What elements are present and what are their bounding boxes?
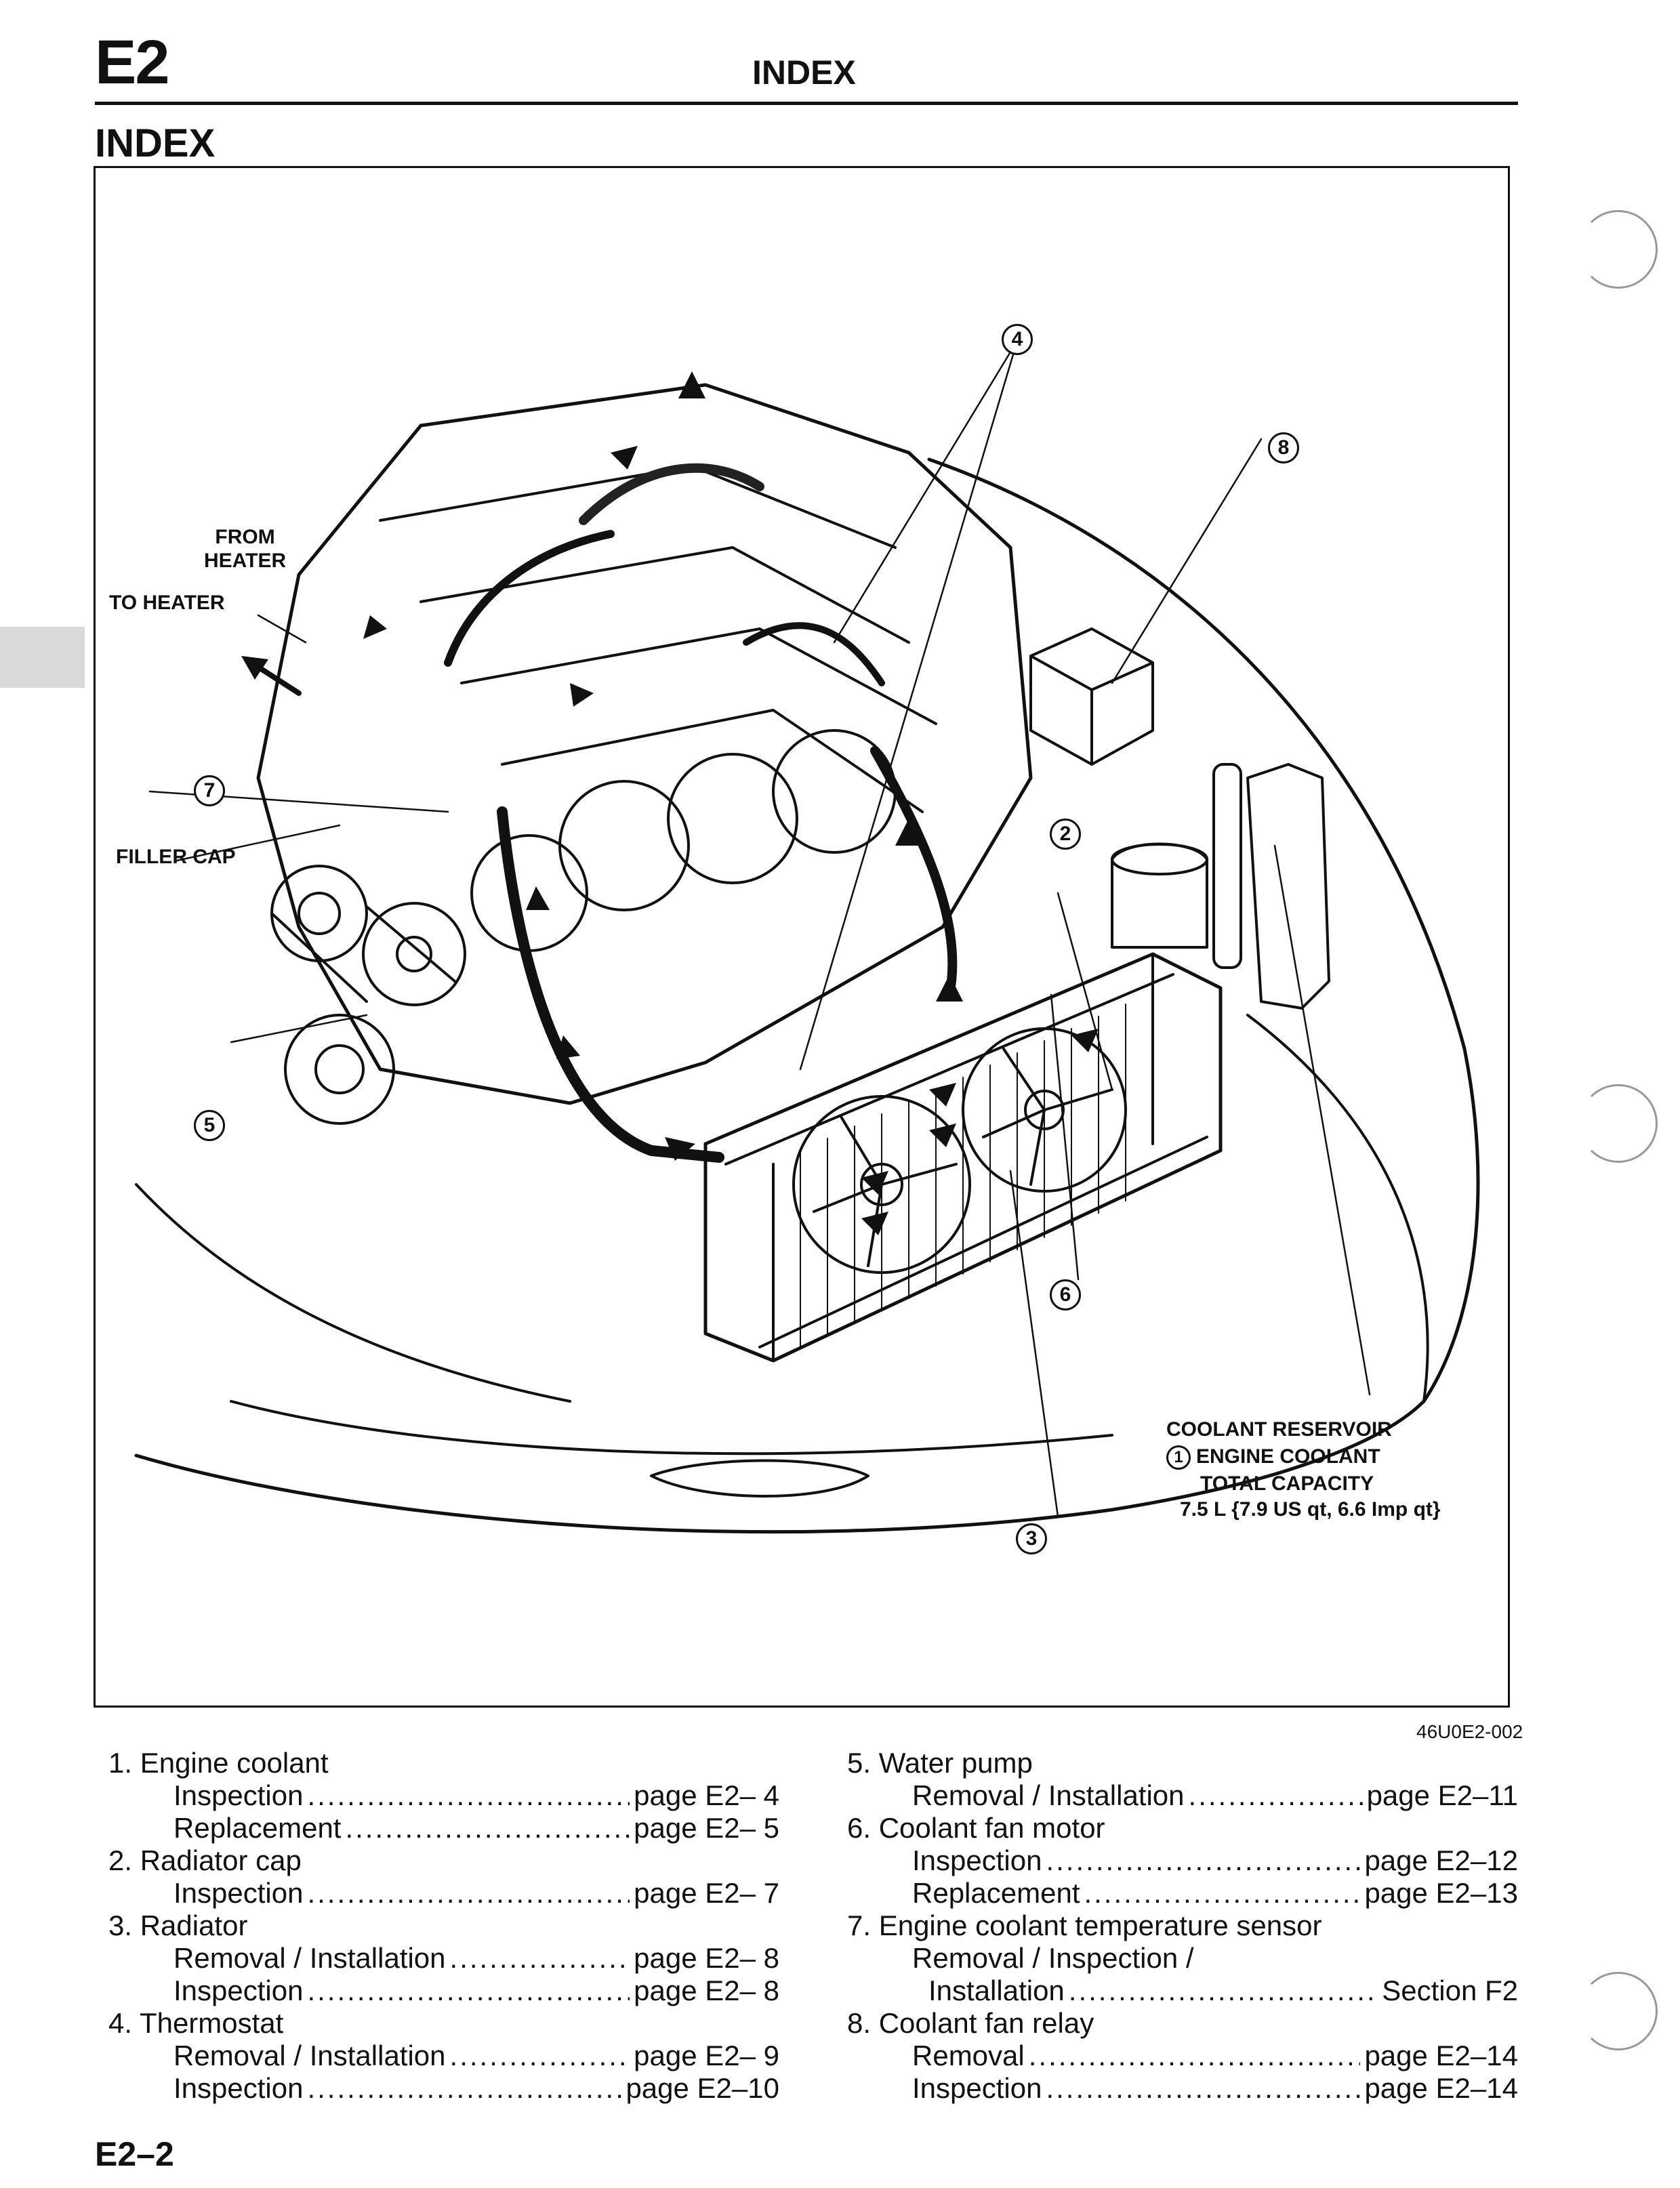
index-item-title: 1. Engine coolant (108, 1747, 329, 1779)
figure-code: 46U0E2-002 (1416, 1721, 1523, 1742)
page-number: E2–2 (95, 2135, 174, 2173)
index-subitem: Inspectionpage E2– 7 (108, 1877, 779, 1910)
callout-6: 6 (1050, 1279, 1081, 1310)
capacity-value: 7.5 L {7.9 US qt, 6.6 Imp qt} (1180, 1498, 1441, 1521)
callout-2: 2 (1050, 819, 1081, 850)
engine-diagram (134, 339, 1480, 1534)
index-subitem: Replacementpage E2–13 (847, 1877, 1518, 1910)
index-item-title: 3. Radiator (108, 1910, 248, 1941)
total-capacity-label: TOTAL CAPACITY (1200, 1472, 1374, 1495)
coolant-reservoir-label: COOLANT RESERVOIR (1166, 1418, 1392, 1441)
index-item-title: 7. Engine coolant temperature sensor (847, 1910, 1322, 1941)
index-item-title: 6. Coolant fan motor (847, 1812, 1105, 1844)
callout-7: 7 (194, 775, 225, 806)
from-heater-label: FROM HEATER (204, 526, 287, 572)
section-tab-marker (0, 627, 85, 688)
index-subitem: Removal / Inspection / (912, 1942, 1194, 1974)
index-subitem: Removalpage E2–14 (847, 2040, 1518, 2072)
index-subitem: Inspectionpage E2– 4 (108, 1779, 779, 1812)
callout-8: 8 (1268, 432, 1299, 463)
punch-hole (1579, 210, 1658, 289)
header-rule (95, 102, 1518, 105)
callout-3: 3 (1016, 1523, 1047, 1554)
callout-4: 4 (1002, 324, 1033, 355)
index-heading: INDEX (95, 121, 216, 165)
callout-5: 5 (194, 1110, 225, 1141)
index-subitem: Removal / Installationpage E2– 8 (108, 1942, 779, 1975)
index-subitem: Replacementpage E2– 5 (108, 1812, 779, 1844)
cooling-system-illustration: FROM HEATER TO HEATER FILLER CAP COOLANT… (94, 166, 1510, 1708)
index-item-title: 8. Coolant fan relay (847, 2007, 1094, 2039)
index-item-title: 5. Water pump (847, 1747, 1033, 1779)
index-item-title: 4. Thermostat (108, 2007, 284, 2039)
index-subitem: Inspectionpage E2– 8 (108, 1975, 779, 2007)
filler-cap-label: FILLER CAP (116, 846, 236, 868)
index-list-left: 1. Engine coolant Inspectionpage E2– 4 R… (108, 1747, 779, 2105)
index-item-title: 2. Radiator cap (108, 1844, 302, 1876)
index-subitem: Inspectionpage E2–14 (847, 2072, 1518, 2105)
index-subitem: InstallationSection F2 (847, 1975, 1518, 2007)
callout-1-inline: 1 (1166, 1445, 1191, 1470)
index-subitem: Inspectionpage E2–12 (847, 1844, 1518, 1877)
punch-hole (1579, 1084, 1658, 1163)
index-list-right: 5. Water pump Removal / Installationpage… (847, 1747, 1518, 2105)
section-code: E2 (95, 28, 170, 97)
index-subitem: Removal / Installationpage E2–11 (847, 1779, 1518, 1812)
index-subitem: Removal / Installationpage E2– 9 (108, 2040, 779, 2072)
index-subitem: Inspectionpage E2–10 (108, 2072, 779, 2105)
to-heater-label: TO HEATER (109, 592, 225, 614)
punch-hole (1579, 1972, 1658, 2050)
header-title: INDEX (752, 54, 856, 91)
